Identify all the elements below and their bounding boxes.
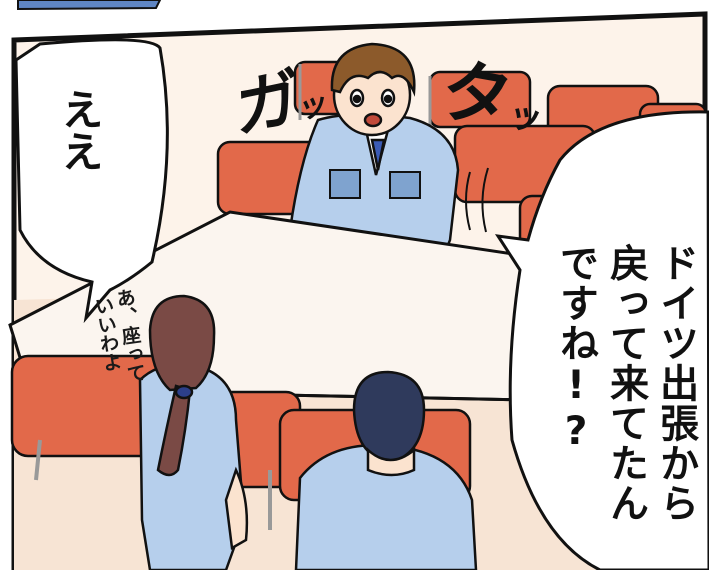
sfx-ta-mark: ッ — [505, 94, 546, 140]
speech-bubble-right — [494, 110, 709, 570]
sfx-ga-char: ガ — [234, 59, 300, 149]
motion-line — [481, 167, 489, 233]
man-from-behind — [294, 370, 478, 570]
speech-bubble-left — [14, 38, 169, 324]
motion-line — [465, 171, 471, 231]
speech-text-right-line-1: ドイツ出張から — [653, 243, 699, 523]
speech-text-left: ええ — [55, 88, 104, 172]
prev-panel-sliver — [0, 0, 709, 10]
speech-text-right-line-3: ですね!? — [553, 243, 599, 455]
speech-text-right-line-2: 戻って来てたん — [603, 243, 649, 523]
sfx-ga-mark: ッ — [298, 85, 329, 127]
sfx-ga: ガッ — [234, 38, 329, 151]
woman-from-behind — [138, 294, 249, 570]
prev-panel-blue-strip — [17, 0, 162, 11]
sfx-ta: タッ — [434, 34, 554, 152]
